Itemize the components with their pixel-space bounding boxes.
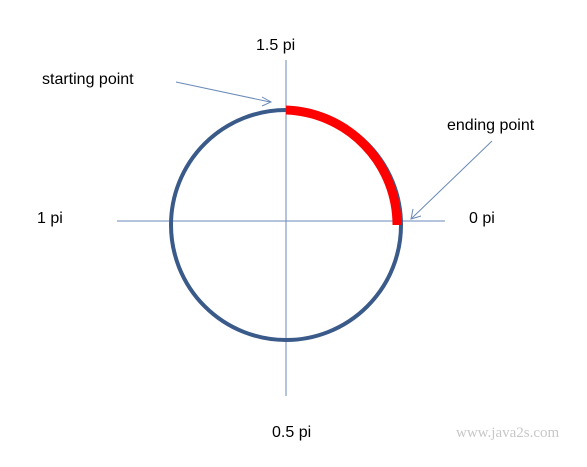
ending-point-arrowhead (410, 208, 422, 220)
label-right-angle: 0 pi (469, 210, 495, 227)
label-left-angle: 1 pi (37, 210, 63, 227)
starting-point-pointer (175, 81, 271, 103)
watermark: www.java2s.com (456, 425, 560, 441)
label-ending-point: ending point (447, 117, 535, 134)
label-top-angle: 1.5 pi (256, 37, 295, 54)
label-bottom-angle: 0.5 pi (272, 424, 311, 441)
arc-segment (285, 105, 402, 226)
starting-point-arrowhead (261, 96, 273, 107)
ending-point-pointer (411, 140, 493, 219)
label-starting-point: starting point (42, 71, 134, 88)
